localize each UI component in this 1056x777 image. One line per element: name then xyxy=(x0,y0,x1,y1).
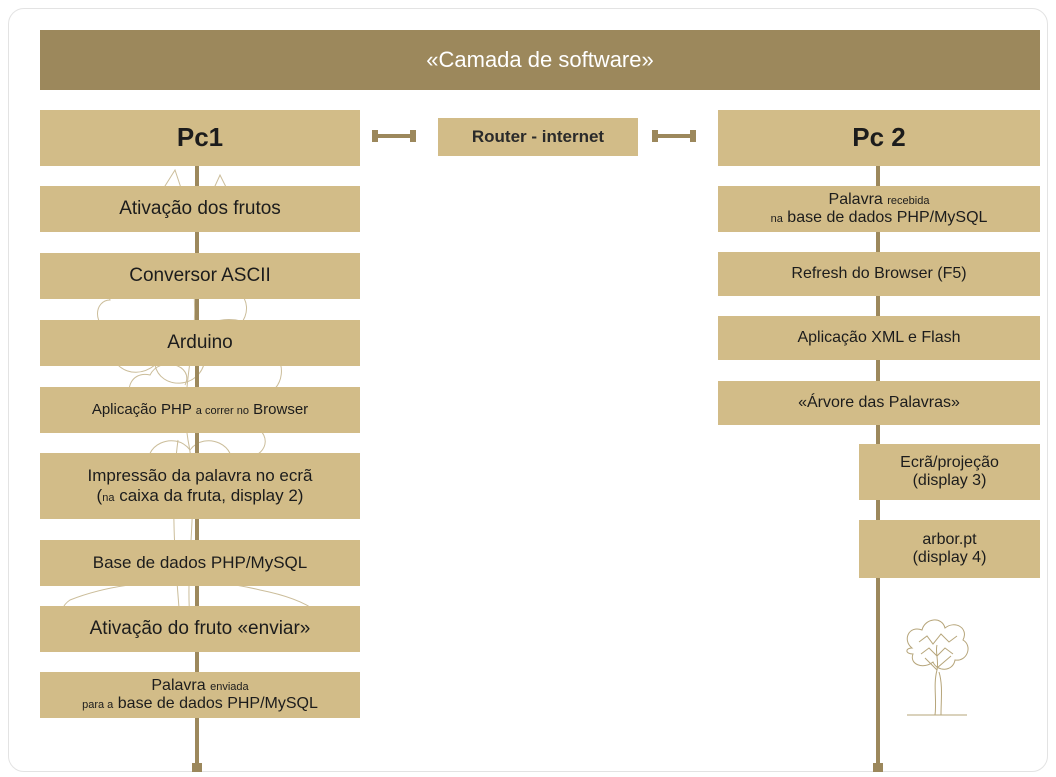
pc1-header: Pc1 xyxy=(40,110,360,166)
pc1-step-text: ( xyxy=(96,486,103,505)
pc2-output-screen: Ecrã/projeção (display 3) xyxy=(859,444,1040,500)
header-title: «Camada de software» xyxy=(426,47,654,72)
tree-logo-icon xyxy=(906,619,969,716)
pc1-step-word-sent: Palavra enviada para a base de dados PHP… xyxy=(40,672,360,718)
pc1-step-small-text: para a xyxy=(82,699,114,711)
pc1-step-label: Arduino xyxy=(167,332,233,354)
router-label: Router - internet xyxy=(471,127,605,147)
pc1-step-send-fruit: Ativação do fruto «enviar» xyxy=(40,606,360,652)
pc1-step-text: base de dados PHP/MySQL xyxy=(117,695,318,712)
connector-right xyxy=(658,134,690,138)
pc1-step-line: Impressão da palavra no ecrã xyxy=(87,466,313,486)
pc1-step-line: (na caixa da fruta, display 2) xyxy=(97,486,304,506)
connector-end-left-a xyxy=(372,130,378,142)
connector-end-right-b xyxy=(690,130,696,142)
pc2-step-small-text: na xyxy=(770,213,783,225)
pc1-step-print-word: Impressão da palavra no ecrã (na caixa d… xyxy=(40,453,360,519)
pc2-output-arbor: arbor.pt (display 4) xyxy=(859,520,1040,578)
pc2-line-end xyxy=(873,763,883,772)
pc2-step-text: base de dados PHP/MySQL xyxy=(787,209,988,226)
pc2-step-label: Refresh do Browser (F5) xyxy=(791,264,967,282)
pc1-step-php-app: Aplicação PHP a correr no Browser xyxy=(40,387,360,433)
pc1-step-arduino: Arduino xyxy=(40,320,360,366)
pc1-step-label: Ativação dos frutos xyxy=(119,198,281,220)
pc1-step-label: Base de dados PHP/MySQL xyxy=(92,553,308,573)
pc2-step-label: «Árvore das Palavras» xyxy=(798,393,960,411)
pc1-step-small-text: na xyxy=(102,492,115,504)
pc1-step-text: Aplicação PHP xyxy=(91,401,192,419)
pc1-step-line: Aplicação PHP a correr no Browser xyxy=(92,401,308,418)
pc2-step-word-tree: «Árvore das Palavras» xyxy=(718,381,1040,425)
router-box: Router - internet xyxy=(438,118,638,156)
pc2-step-small-text: recebida xyxy=(887,194,930,207)
pc2-step-xml-flash: Aplicação XML e Flash xyxy=(718,316,1040,360)
pc1-step-small-text: enviada xyxy=(210,680,249,693)
pc1-step-label: Ativação do fruto «enviar» xyxy=(89,618,311,640)
pc1-step-text: Palavra xyxy=(151,676,206,694)
pc1-step-database: Base de dados PHP/MySQL xyxy=(40,540,360,586)
pc1-step-text: Browser xyxy=(253,401,309,419)
pc2-output-line: Ecrã/projeção xyxy=(900,453,999,471)
pc2-step-text: Palavra xyxy=(828,190,883,208)
connector-left xyxy=(378,134,410,138)
connector-end-left-b xyxy=(410,130,416,142)
pc1-title: Pc1 xyxy=(176,122,224,153)
software-layer-header: «Camada de software» xyxy=(40,30,1040,90)
pc2-step-label: Aplicação XML e Flash xyxy=(797,328,961,346)
pc2-title: Pc 2 xyxy=(852,122,906,153)
pc2-header: Pc 2 xyxy=(718,110,1040,166)
pc1-step-line: Palavra enviada xyxy=(151,677,248,695)
pc2-step-word-received: Palavra recebida na base de dados PHP/My… xyxy=(718,186,1040,232)
pc1-line-end xyxy=(192,763,202,772)
pc2-step-line: Palavra recebida xyxy=(829,191,930,209)
pc2-output-line: (display 3) xyxy=(912,472,987,489)
pc2-step-refresh: Refresh do Browser (F5) xyxy=(718,252,1040,296)
pc1-step-ascii: Conversor ASCII xyxy=(40,253,360,299)
pc2-step-line: na base de dados PHP/MySQL xyxy=(771,209,988,227)
pc2-output-line: arbor.pt xyxy=(922,530,977,548)
pc2-output-line: (display 4) xyxy=(912,549,987,566)
pc1-step-activation: Ativação dos frutos xyxy=(40,186,360,232)
pc1-step-text: caixa da fruta, display 2) xyxy=(119,486,304,505)
pc1-step-label: Conversor ASCII xyxy=(129,265,271,287)
pc1-step-line: para a base de dados PHP/MySQL xyxy=(82,695,318,713)
connector-end-right-a xyxy=(652,130,658,142)
pc1-step-small-text: a correr no xyxy=(195,405,249,418)
